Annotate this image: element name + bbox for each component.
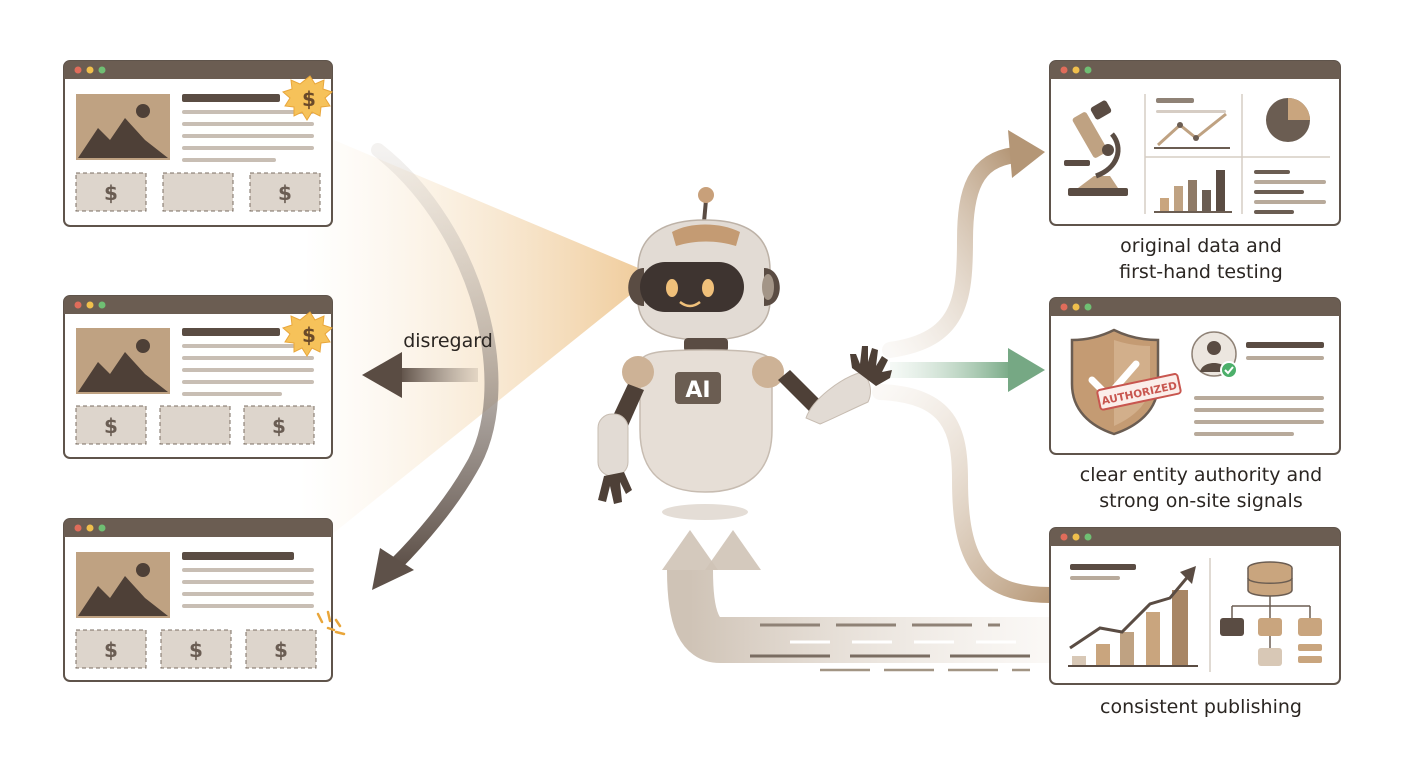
original-data-caption-line2: first-hand testing	[1119, 261, 1283, 283]
low-quality-page-3: $ $ $	[63, 518, 346, 682]
robot-left-hand	[598, 472, 632, 504]
dollar-icon: $	[278, 181, 292, 205]
authority-caption: clear entity authority and strong on-sit…	[1040, 462, 1362, 514]
rejection-arc-arrow	[371, 143, 499, 590]
line-chart-icon	[1154, 98, 1230, 149]
robot-eye-right	[702, 279, 714, 297]
image-icon	[76, 552, 170, 618]
publishing-page	[1049, 527, 1341, 685]
image-icon	[76, 328, 170, 394]
dollar-icon: $	[104, 638, 118, 662]
original-data-caption-line1: original data and	[1120, 235, 1282, 257]
sunburst-badge-icon: $	[282, 311, 333, 357]
image-icon	[76, 94, 170, 160]
original-data-caption: original data and first-hand testing	[1056, 233, 1346, 285]
authority-caption-line1: clear entity authority and	[1079, 464, 1323, 486]
microscope-icon	[1064, 100, 1128, 196]
arrow-to-publishing	[872, 384, 1058, 603]
badge-dollar: $	[302, 87, 316, 111]
authority-caption-line2: strong on-site signals	[1099, 490, 1303, 512]
growth-chart-icon	[1068, 566, 1198, 667]
text-lines	[1254, 170, 1326, 214]
robot-waving-hand	[850, 346, 892, 386]
dollar-icon: $	[104, 181, 118, 205]
low-quality-page-2: $ $ $	[63, 295, 333, 459]
dollar-icon: $	[272, 414, 286, 438]
sunburst-badge-icon: $	[282, 75, 333, 121]
flash-marks-icon	[316, 610, 346, 636]
low-quality-page-1: $ $ $	[63, 60, 333, 227]
robot-shadow	[662, 504, 748, 520]
ai-robot: AI	[597, 187, 892, 520]
org-chart-icon	[1231, 596, 1311, 648]
dollar-icon: $	[274, 638, 288, 662]
arrow-to-original-data	[882, 130, 1045, 358]
database-icon	[1247, 561, 1293, 597]
dollar-icon: $	[104, 414, 118, 438]
scan-beam	[300, 130, 655, 560]
bar-chart-icon	[1154, 170, 1232, 213]
robot-chest-label: AI	[685, 378, 710, 403]
badge-dollar: $	[302, 323, 316, 347]
disregard-arrow	[362, 352, 478, 398]
return-flow-arrow	[662, 530, 1051, 672]
dollar-icon: $	[189, 638, 203, 662]
research-page	[1049, 60, 1341, 226]
disregard-label: disregard	[403, 330, 493, 352]
pie-chart-icon	[1266, 98, 1310, 142]
robot-eye-left	[666, 279, 678, 297]
user-avatar-icon	[1191, 331, 1238, 379]
authority-page: AUTHORIZED	[1049, 297, 1341, 455]
arrow-to-authority	[890, 348, 1045, 392]
publishing-caption: consistent publishing	[1100, 696, 1302, 718]
